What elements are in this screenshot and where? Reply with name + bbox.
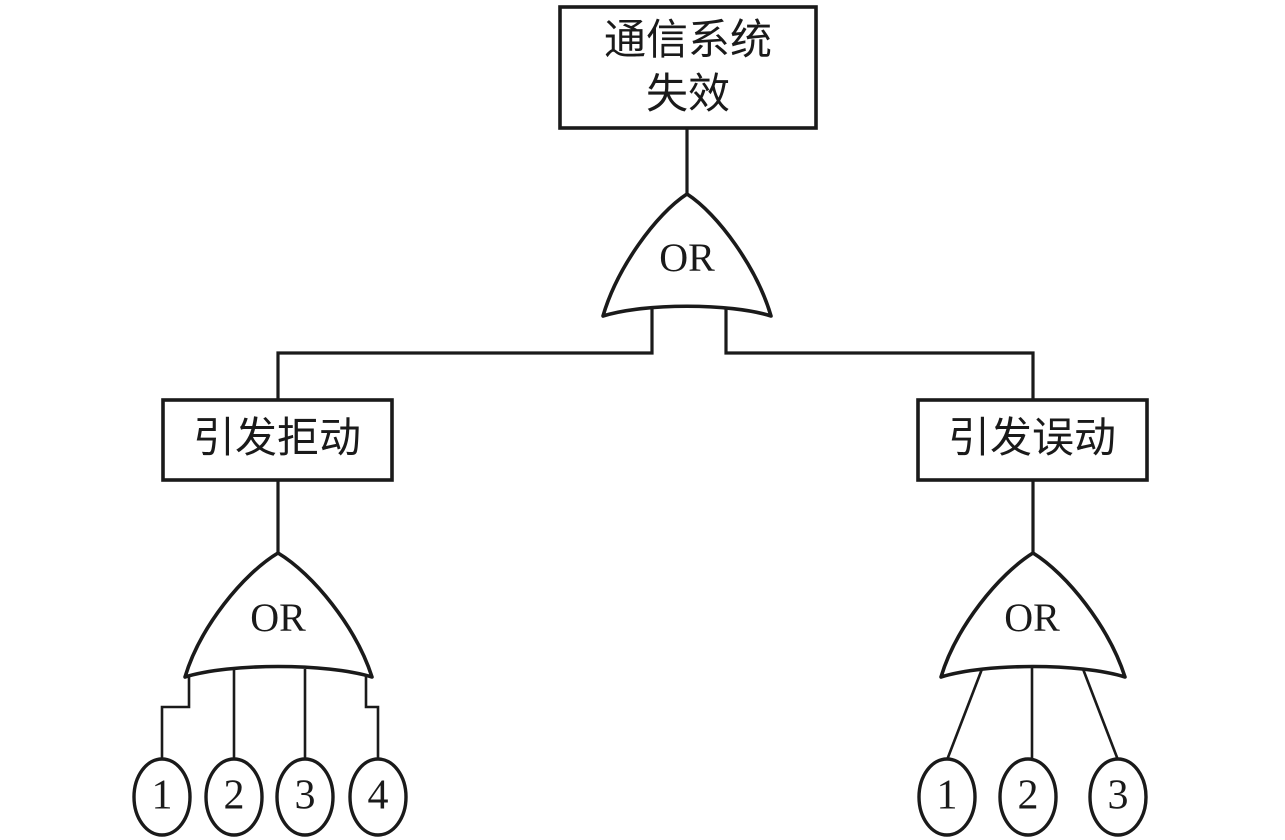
right-basic-event-3[interactable]: 3 bbox=[1088, 757, 1148, 837]
left-basic-event-1-circle[interactable] bbox=[132, 757, 192, 837]
top-event-box[interactable] bbox=[558, 5, 818, 130]
right-basic-event-3-circle[interactable] bbox=[1088, 757, 1148, 837]
right-intermediate-box[interactable] bbox=[916, 398, 1149, 482]
connector-top-gate-to-right-intermediate bbox=[724, 309, 1035, 400]
right-basic-event-1[interactable]: 1 bbox=[917, 757, 977, 837]
left-or-gate-node[interactable]: OR bbox=[183, 551, 374, 679]
top-or-gate-shape[interactable] bbox=[601, 192, 773, 318]
right-basic-event-2-circle[interactable] bbox=[998, 757, 1058, 837]
right-or-gate-shape[interactable] bbox=[939, 551, 1127, 679]
left-or-gate-label: OR bbox=[250, 595, 306, 640]
right-intermediate-label: 引发误动 bbox=[948, 413, 1116, 462]
connector-right-gate-to-event-1 bbox=[945, 668, 984, 761]
connector-left-gate-to-event-1 bbox=[160, 676, 191, 760]
connector-left-gate-to-event-4 bbox=[364, 676, 380, 760]
top-event-node[interactable]: 通信系统 失效 bbox=[558, 5, 818, 130]
left-basic-event-2-label: 2 bbox=[224, 773, 245, 819]
right-basic-event-3-label: 3 bbox=[1108, 773, 1129, 819]
right-basic-event-1-circle[interactable] bbox=[917, 757, 977, 837]
left-basic-event-3[interactable]: 3 bbox=[275, 757, 335, 837]
left-basic-event-1[interactable]: 1 bbox=[132, 757, 192, 837]
left-basic-event-3-circle[interactable] bbox=[275, 757, 335, 837]
left-basic-event-1-label: 1 bbox=[152, 773, 173, 819]
left-basic-event-2[interactable]: 2 bbox=[204, 757, 264, 837]
left-basic-event-4[interactable]: 4 bbox=[348, 757, 408, 837]
right-basic-event-2-label: 2 bbox=[1018, 773, 1039, 819]
left-intermediate-box[interactable] bbox=[161, 398, 394, 482]
top-event-label-line1: 通信系统 bbox=[604, 15, 772, 64]
left-intermediate-label: 引发拒动 bbox=[193, 413, 361, 462]
right-or-gate-label: OR bbox=[1004, 595, 1060, 640]
left-or-gate-shape[interactable] bbox=[183, 551, 374, 679]
left-basic-event-2-circle[interactable] bbox=[204, 757, 264, 837]
left-intermediate-node[interactable]: 引发拒动 bbox=[161, 398, 394, 482]
left-basic-event-3-label: 3 bbox=[295, 773, 316, 819]
right-basic-event-2[interactable]: 2 bbox=[998, 757, 1058, 837]
left-basic-event-4-circle[interactable] bbox=[348, 757, 408, 837]
top-event-label-line2: 失效 bbox=[646, 69, 730, 118]
left-basic-event-4-label: 4 bbox=[368, 773, 389, 819]
right-intermediate-node[interactable]: 引发误动 bbox=[916, 398, 1149, 482]
right-basic-event-1-label: 1 bbox=[937, 773, 958, 819]
top-or-gate-node[interactable]: OR bbox=[601, 192, 773, 318]
connector-right-gate-to-event-3 bbox=[1081, 668, 1120, 761]
top-or-gate-label: OR bbox=[659, 235, 715, 280]
right-or-gate-node[interactable]: OR bbox=[939, 551, 1127, 679]
connector-top-gate-to-left-intermediate bbox=[276, 309, 654, 400]
